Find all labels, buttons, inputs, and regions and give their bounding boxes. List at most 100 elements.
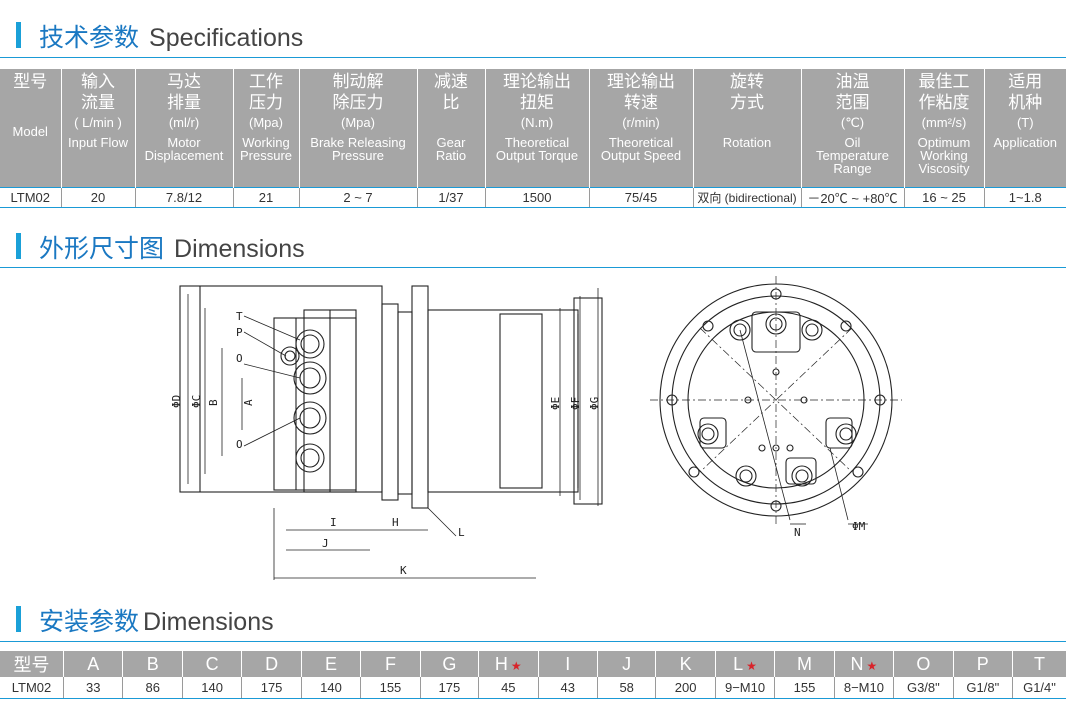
spec-cell: 75/45 (589, 186, 694, 208)
header-unit: (℃) (840, 115, 865, 130)
spec-header-cell: 油温 范围(℃)Oil Temperature Range (801, 69, 905, 187)
install-cell: 175 (241, 677, 302, 699)
header-zh: 制动解 除压力 (332, 72, 384, 113)
spec-header-cell: 制动解 除压力 (Mpa) Brake Releasing Pressure (299, 69, 418, 187)
divider (0, 641, 1066, 642)
install-cell: 175 (420, 677, 480, 699)
spec-cell: 2 ~ 7 (299, 186, 418, 208)
star-icon: ★ (746, 658, 757, 673)
spec-header-cell: 输入 流量( L/min )Input Flow (61, 69, 136, 187)
spec-cell: LTM02 (0, 186, 62, 208)
spec-header-cell: 理论输出 转速(r/min)Theoretical Output Speed (589, 69, 694, 187)
header-zh: 减速 比 (434, 72, 468, 113)
header-en: Brake Releasing Pressure (310, 135, 406, 163)
header-unit: (ml/r) (168, 115, 200, 130)
spec-header-cell: 减速 比 Gear Ratio (417, 69, 486, 187)
label-I: I (330, 516, 337, 529)
install-header-cell: T (1012, 651, 1066, 677)
header-label: A (87, 653, 100, 674)
header-zh: 输入 流量 (81, 72, 115, 113)
header-zh: 适用 机种 (1008, 72, 1043, 113)
install-cell: G1/4" (1012, 677, 1066, 699)
header-label: N (850, 653, 864, 674)
label-B: B (207, 399, 220, 406)
label-P: P (236, 326, 243, 339)
install-header-cell: G (420, 651, 480, 677)
label-phi-F: ΦF (569, 397, 582, 410)
spec-cell: －20℃ ~ +80℃ (801, 186, 905, 208)
header-en: Working Pressure (239, 135, 293, 163)
dimension-drawing: T P O O ΦD ΦC B A ΦE ΦF ΦG I H J K L (170, 276, 902, 580)
install-cell: 140 (301, 677, 362, 699)
header-label: I (565, 653, 571, 674)
header-en: Model (12, 124, 48, 139)
header-label: M (796, 653, 812, 674)
header-label: D (265, 653, 279, 674)
header-label: B (146, 653, 159, 674)
header-en: Optimum Working Viscosity (917, 135, 971, 176)
spec-cell: 双向 (bidirectional) (693, 186, 802, 208)
spec-header-cell: 理论输出 扭矩(N.m)Theoretical Output Torque (485, 69, 590, 187)
header-unit: (Mpa) (249, 115, 283, 130)
install-cell: 86 (122, 677, 183, 699)
side-view-labels: T P O O ΦD ΦC B A ΦE ΦF ΦG I H J K L (170, 310, 601, 577)
header-en: Rotation (722, 135, 772, 150)
header-en: Motor Displacement (144, 135, 224, 163)
install-cell: G3/8" (893, 677, 954, 699)
header-unit: (Mpa) (341, 115, 375, 130)
header-zh: 旋转 方式 (730, 72, 764, 113)
spec-header-cell: 旋转 方式 Rotation (693, 69, 802, 187)
header-zh: 马达 排量 (167, 72, 201, 113)
spec-cell: 7.8/12 (135, 186, 234, 208)
header-unit: (mm²/s) (921, 115, 967, 130)
install-header-cell: L★ (715, 651, 776, 677)
label-L: L (458, 526, 465, 539)
install-cell: 9−M10 (715, 677, 776, 699)
install-header-cell: 型号 (0, 651, 65, 677)
header-label: T (1034, 653, 1045, 674)
label-T: T (236, 310, 243, 323)
header-en: Gear Ratio (435, 135, 467, 163)
header-label: L (733, 653, 744, 674)
install-header-cell: D (241, 651, 302, 677)
install-cell: 155 (360, 677, 421, 699)
install-cell: 33 (63, 677, 124, 699)
spec-header-cell: 型号 Model (0, 69, 62, 187)
spec-header-cell: 最佳工 作粘度 (mm²/s) Optimum Working Viscosity (904, 69, 985, 187)
header-en: Oil Temperature Range (816, 135, 889, 176)
install-cell: 140 (182, 677, 243, 699)
install-header-cell: N★ (834, 651, 895, 677)
header-label: C (205, 653, 219, 674)
header-label: 型号 (13, 655, 50, 675)
header-label: H (494, 653, 508, 674)
divider (0, 57, 1066, 58)
spec-cell: 1/37 (417, 186, 486, 208)
install-cell: 200 (655, 677, 716, 699)
install-cell: 58 (597, 677, 657, 699)
header-label: G (442, 653, 457, 674)
header-label: J (622, 653, 632, 674)
header-en: Theoretical Output Speed (600, 135, 682, 163)
header-zh: 最佳工 作粘度 (918, 72, 970, 113)
install-header-cell: M (774, 651, 835, 677)
header-zh: 工作 压力 (249, 72, 283, 113)
header-label: P (976, 653, 989, 674)
section-marker (16, 233, 21, 259)
install-cell: G1/8" (953, 677, 1014, 699)
header-zh: 型号 (13, 72, 48, 92)
header-label: E (325, 653, 338, 674)
label-phi-G: ΦG (588, 397, 601, 410)
install-header-cell: B (122, 651, 183, 677)
spec-table: 型号 Model 输入 流量( L/min )Input Flow 马达 排量 (ml/… (0, 69, 1066, 208)
install-header-cell: A (63, 651, 124, 677)
header-unit: (r/min) (622, 115, 660, 130)
install-header-cell: I (538, 651, 598, 677)
label-J: J (322, 537, 329, 550)
spec-cell: 1500 (485, 186, 590, 208)
